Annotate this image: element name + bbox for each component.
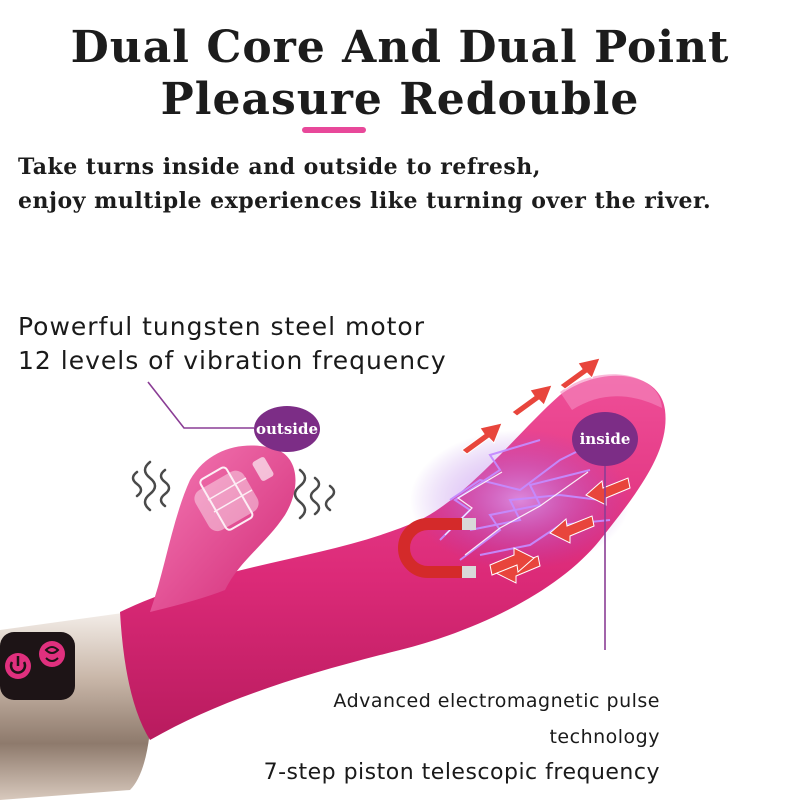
feature-pulse-line-2: technology <box>549 726 660 748</box>
accent-divider <box>302 127 366 133</box>
magnet-icon <box>398 518 476 578</box>
feature-motor: Powerful tungsten steel motor <box>18 312 425 341</box>
outside-label: outside <box>254 406 320 452</box>
vibration-wave-icon <box>131 460 336 520</box>
mode-icon[interactable] <box>39 641 65 667</box>
feature-pulse-line-1: Advanced electromagnetic pulse <box>333 690 660 712</box>
lightning <box>439 439 611 561</box>
inside-label: inside <box>572 412 638 466</box>
leader-lines <box>147 381 606 650</box>
clitoral-arm <box>150 445 296 612</box>
headline-line-2: Pleasure Redouble <box>160 74 640 125</box>
feature-levels: 12 levels of vibration frequency <box>18 346 447 375</box>
feature-piston: 7-step piston telescopic frequency <box>263 760 660 785</box>
subtitle-line-1: Take turns inside and outside to refresh… <box>18 154 541 180</box>
headline-line-1: Dual Core And Dual Point <box>70 22 730 73</box>
motor-icon <box>194 457 274 532</box>
pulse-arrows <box>461 357 631 584</box>
power-icon[interactable] <box>5 653 31 679</box>
subtitle-line-2: enjoy multiple experiences like turning … <box>18 188 712 214</box>
